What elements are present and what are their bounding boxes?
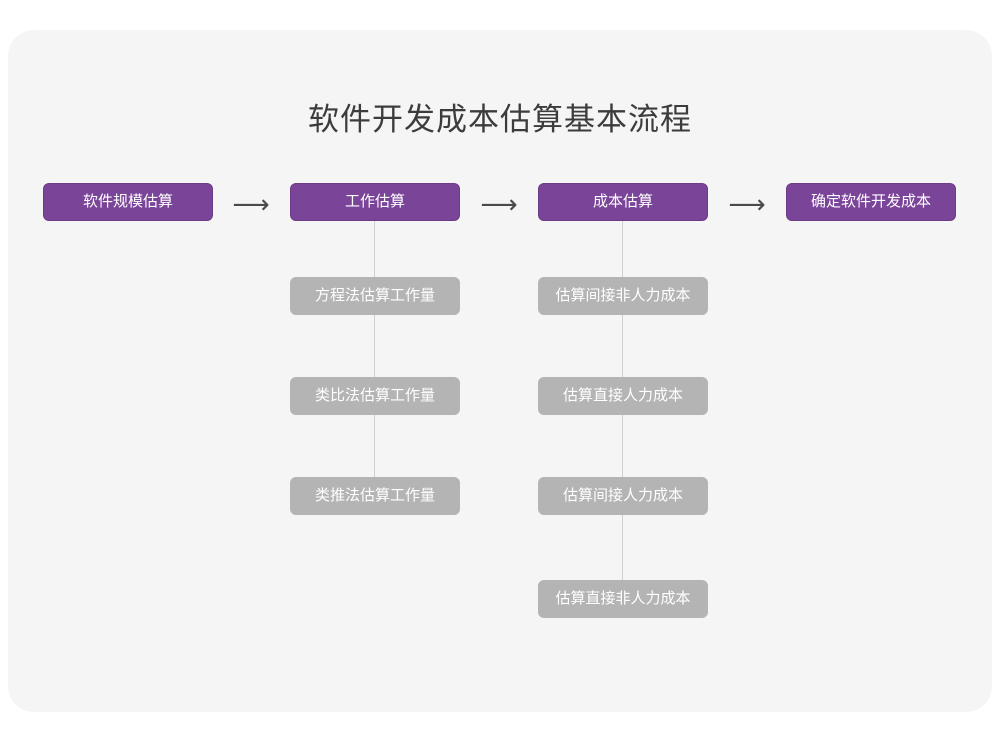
sub-node-cost-direct-labor[interactable]: 估算直接人力成本 <box>538 377 708 415</box>
sub-node-cost-indirect-nonlabor[interactable]: 估算间接非人力成本 <box>538 277 708 315</box>
connector-line-cost-3 <box>622 407 623 483</box>
content-card <box>8 30 992 712</box>
flow-node-determine-development-cost[interactable]: 确定软件开发成本 <box>786 183 956 221</box>
flow-node-software-scale-estimation[interactable]: 软件规模估算 <box>43 183 213 221</box>
connector-line-cost-4 <box>622 507 623 583</box>
connector-line-cost-2 <box>622 307 623 383</box>
arrow-right-icon-2: ⟶ <box>480 190 518 220</box>
connector-line-cost-1 <box>622 211 623 287</box>
connector-line-work-1 <box>374 211 375 287</box>
sub-node-work-equation-method[interactable]: 方程法估算工作量 <box>290 277 460 315</box>
arrow-right-icon-3: ⟶ <box>728 190 766 220</box>
sub-node-work-inference-method[interactable]: 类推法估算工作量 <box>290 477 460 515</box>
sub-node-cost-indirect-labor[interactable]: 估算间接人力成本 <box>538 477 708 515</box>
arrow-right-icon-1: ⟶ <box>232 190 270 220</box>
sub-node-cost-direct-nonlabor[interactable]: 估算直接非人力成本 <box>538 580 708 618</box>
flow-node-cost-estimation[interactable]: 成本估算 <box>538 183 708 221</box>
connector-line-work-3 <box>374 407 375 483</box>
connector-line-work-2 <box>374 307 375 383</box>
page-title: 软件开发成本估算基本流程 <box>308 102 692 137</box>
sub-node-work-analogy-method[interactable]: 类比法估算工作量 <box>290 377 460 415</box>
flow-node-work-estimation[interactable]: 工作估算 <box>290 183 460 221</box>
